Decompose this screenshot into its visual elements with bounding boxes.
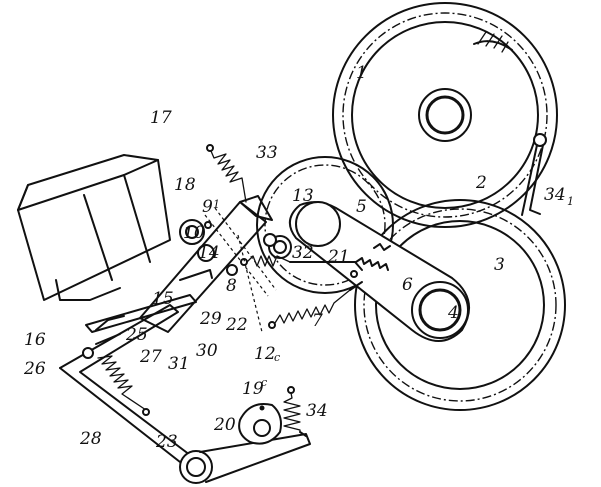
label-4: 4: [447, 303, 459, 323]
label-25: 25: [125, 325, 148, 345]
pivot-32: [263, 233, 277, 247]
reference-labels: 1 2 3 4 5 6 7 8 9 1 10 12 c 13 14 15 16 …: [23, 63, 574, 452]
label-29: 29: [199, 309, 222, 329]
label-33: 33: [256, 143, 278, 163]
label-3: 3: [494, 255, 505, 275]
label-22: 22: [225, 315, 248, 335]
label-13: 13: [292, 186, 314, 206]
label-34-1: 34: [544, 185, 566, 205]
wheel-3: [354, 199, 566, 411]
label-10: 10: [183, 223, 205, 243]
label-34-1-sub: 1: [567, 195, 574, 208]
label-31: 31: [168, 354, 190, 374]
label-6: 6: [402, 275, 413, 295]
label-16: 16: [24, 330, 46, 350]
spring-34: [283, 386, 307, 437]
spring-21: [240, 255, 363, 278]
label-27: 27: [139, 347, 162, 367]
block-17: [17, 154, 171, 301]
label-21: 21: [327, 247, 350, 267]
label-2: 2: [475, 173, 487, 193]
label-34: 34: [306, 401, 328, 421]
label-9: 9: [202, 197, 213, 217]
label-30: 30: [196, 341, 218, 361]
label-19: 19: [242, 379, 264, 399]
label-14: 14: [198, 243, 220, 263]
label-20: 20: [213, 415, 236, 435]
spring-7: [268, 281, 363, 329]
label-17: 17: [150, 108, 172, 128]
blade-34-1: [521, 133, 547, 216]
label-12: 12: [254, 344, 276, 364]
wheel-1: [332, 2, 558, 228]
label-12-sub: c: [274, 351, 280, 364]
spring-27: [97, 355, 150, 416]
label-8: 8: [226, 276, 237, 296]
label-15: 15: [152, 289, 174, 309]
label-9-sub: 1: [213, 198, 220, 211]
label-18: 18: [174, 175, 196, 195]
label-5: 5: [356, 197, 367, 217]
label-7: 7: [312, 311, 323, 331]
label-23: 23: [155, 432, 178, 452]
label-1: 1: [356, 63, 367, 83]
cam-19c: [238, 403, 282, 445]
rod-12c: [237, 234, 263, 333]
label-19-sub: c: [261, 376, 267, 389]
lever-33: [139, 195, 277, 333]
linkage-23: [59, 304, 311, 484]
spring-18: [206, 144, 247, 203]
label-32: 32: [292, 243, 314, 263]
label-28: 28: [79, 429, 102, 449]
label-26: 26: [23, 359, 46, 379]
